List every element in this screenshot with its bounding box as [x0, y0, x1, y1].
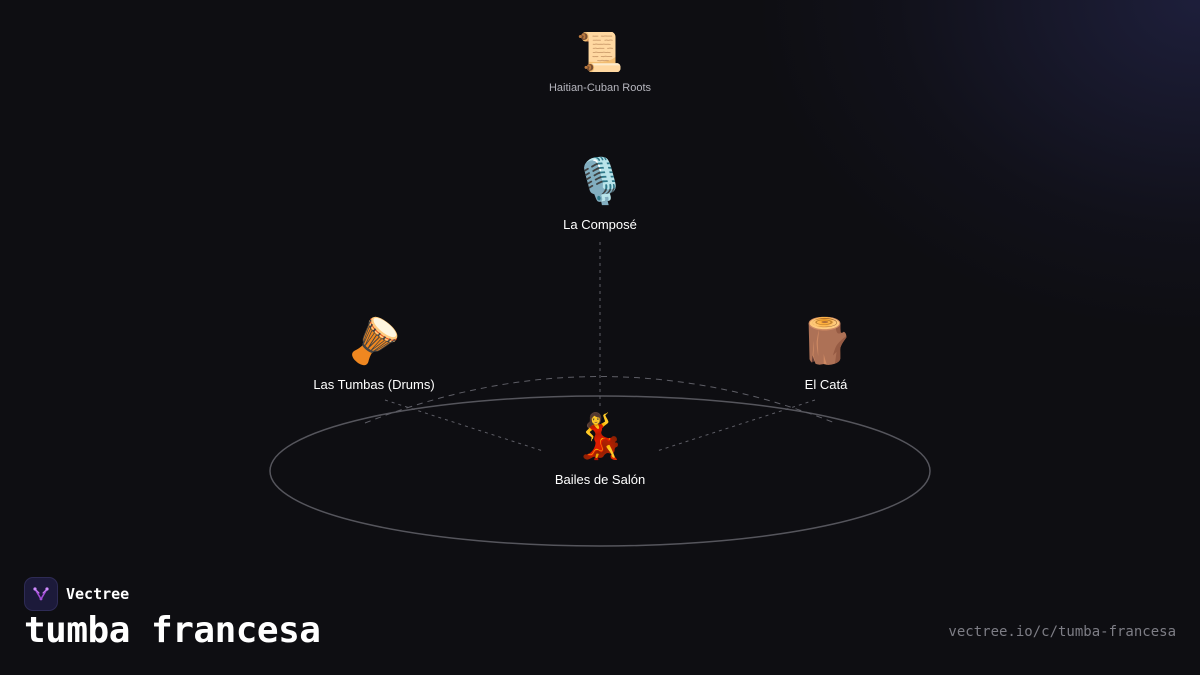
- connector-cata-bailes: [656, 399, 816, 452]
- vectree-logo-icon: [24, 577, 58, 611]
- scroll-icon: 📜: [576, 32, 624, 74]
- arc-connector: [364, 376, 836, 424]
- node-bailes-de-salon: 💃 Bailes de Salón: [555, 410, 645, 487]
- brand-name: Vectree: [66, 585, 130, 603]
- node-las-tumbas: 🪘 Las Tumbas (Drums): [313, 315, 434, 392]
- dancer-icon: 💃: [572, 412, 628, 461]
- node-label: Las Tumbas (Drums): [313, 377, 435, 392]
- node-label: Bailes de Salón: [554, 472, 646, 487]
- node-label: Haitian-Cuban Roots: [548, 82, 652, 94]
- page-url-link[interactable]: vectree.io/c/tumba-francesa: [948, 624, 1176, 640]
- node-haitian-cuban-roots: 📜 Haitian-Cuban Roots: [549, 30, 651, 94]
- node-label: La Composé: [563, 217, 637, 232]
- topic-title: tumba francesa: [24, 610, 321, 651]
- brand: Vectree: [24, 577, 129, 611]
- wood-log-icon: 🪵: [798, 317, 854, 366]
- microphone-icon: 🎙️: [572, 157, 628, 206]
- node-label: El Catá: [804, 377, 848, 392]
- node-la-compose: 🎙️ La Composé: [563, 155, 637, 232]
- node-el-cata: 🪵 El Catá: [799, 315, 854, 392]
- drum-icon: 🪘: [346, 317, 402, 366]
